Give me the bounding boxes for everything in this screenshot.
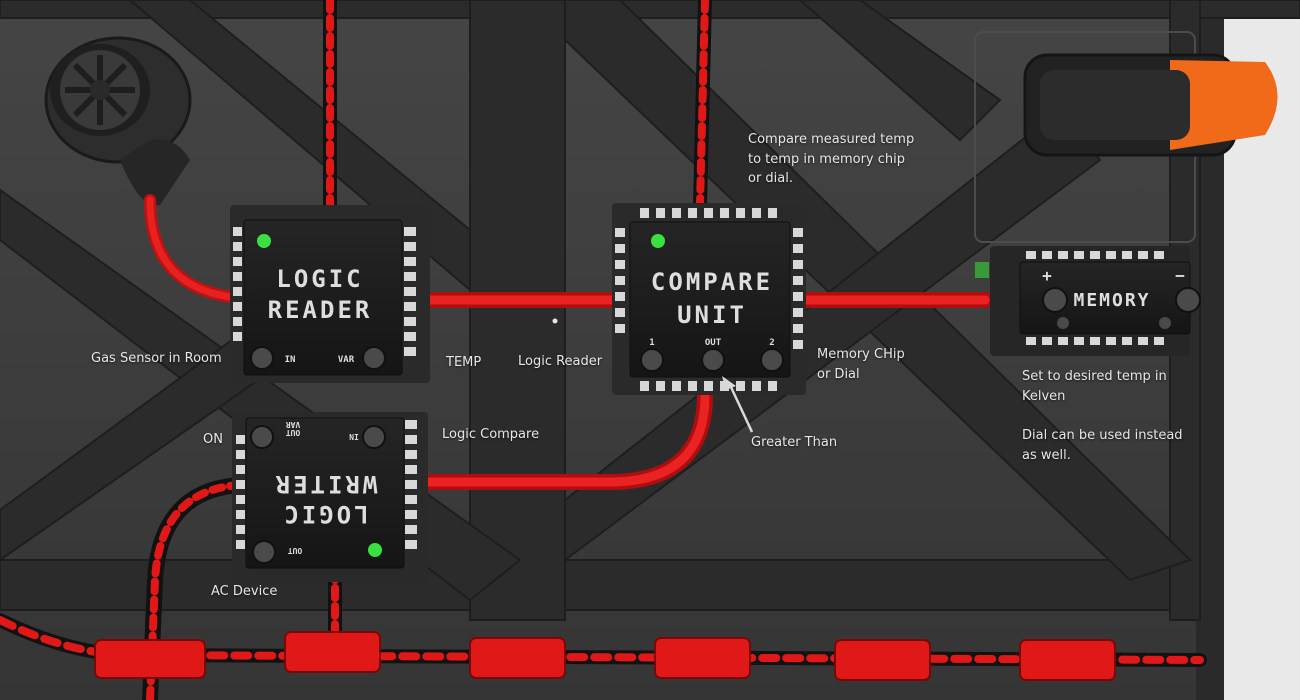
- gas-sensor-device[interactable]: [44, 36, 192, 206]
- label-set-temp: Set to desired temp in Kelven: [1022, 369, 1167, 404]
- label-logic-reader: Logic Reader: [518, 354, 603, 369]
- label-gas-sensor: Gas Sensor in Room: [91, 351, 222, 366]
- memory-minus: −: [1175, 266, 1185, 285]
- logic-reader-port-in: IN: [285, 355, 296, 365]
- logic-reader-title-1: LOGIC: [276, 265, 363, 293]
- label-greater-than: Greater Than: [751, 435, 838, 450]
- compare-unit-chip[interactable]: [612, 203, 806, 395]
- label-on: ON: [203, 432, 223, 447]
- logic-writer-port-out-bottom: OUT: [288, 546, 303, 555]
- memory-plus: +: [1042, 266, 1052, 285]
- logic-reader-title-2: READER: [268, 296, 373, 324]
- compare-unit-title-2: UNIT: [677, 301, 747, 329]
- label-ac-device: AC Device: [211, 584, 278, 599]
- label-dial-note: Dial can be used instead as well.: [1022, 428, 1183, 463]
- center-dot: [552, 318, 558, 324]
- logic-writer-title-1: LOGIC: [281, 500, 368, 528]
- ac-unit-device[interactable]: [1023, 53, 1278, 157]
- logic-writer-title-2: WRITER: [273, 470, 378, 498]
- logic-writer-port-out: OUT: [286, 428, 301, 437]
- compare-unit-port-2: 2: [769, 338, 774, 348]
- logic-writer-port-var: VAR: [286, 420, 301, 429]
- logic-writer-chip[interactable]: [232, 412, 428, 582]
- greater-than-pointer: [722, 376, 754, 433]
- label-temp: TEMP: [446, 355, 482, 370]
- label-compare-desc: Compare measured temp to temp in memory …: [748, 132, 915, 186]
- logic-writer-port-in: IN: [349, 432, 359, 441]
- compare-unit-title-1: COMPARE: [651, 268, 773, 296]
- wall-struts: [0, 0, 1300, 621]
- compare-unit-port-out: OUT: [705, 338, 722, 348]
- logic-reader-port-var: VAR: [338, 355, 355, 365]
- compare-unit-port-1: 1: [649, 338, 654, 348]
- label-logic-compare: Logic Compare: [442, 427, 540, 442]
- logic-reader-chip[interactable]: [230, 205, 430, 383]
- wire-junctions: [94, 631, 1116, 681]
- memory-title: MEMORY: [1073, 290, 1150, 311]
- label-memory-chip: Memory CHip or Dial: [817, 347, 905, 382]
- memory-chip[interactable]: [975, 246, 1201, 356]
